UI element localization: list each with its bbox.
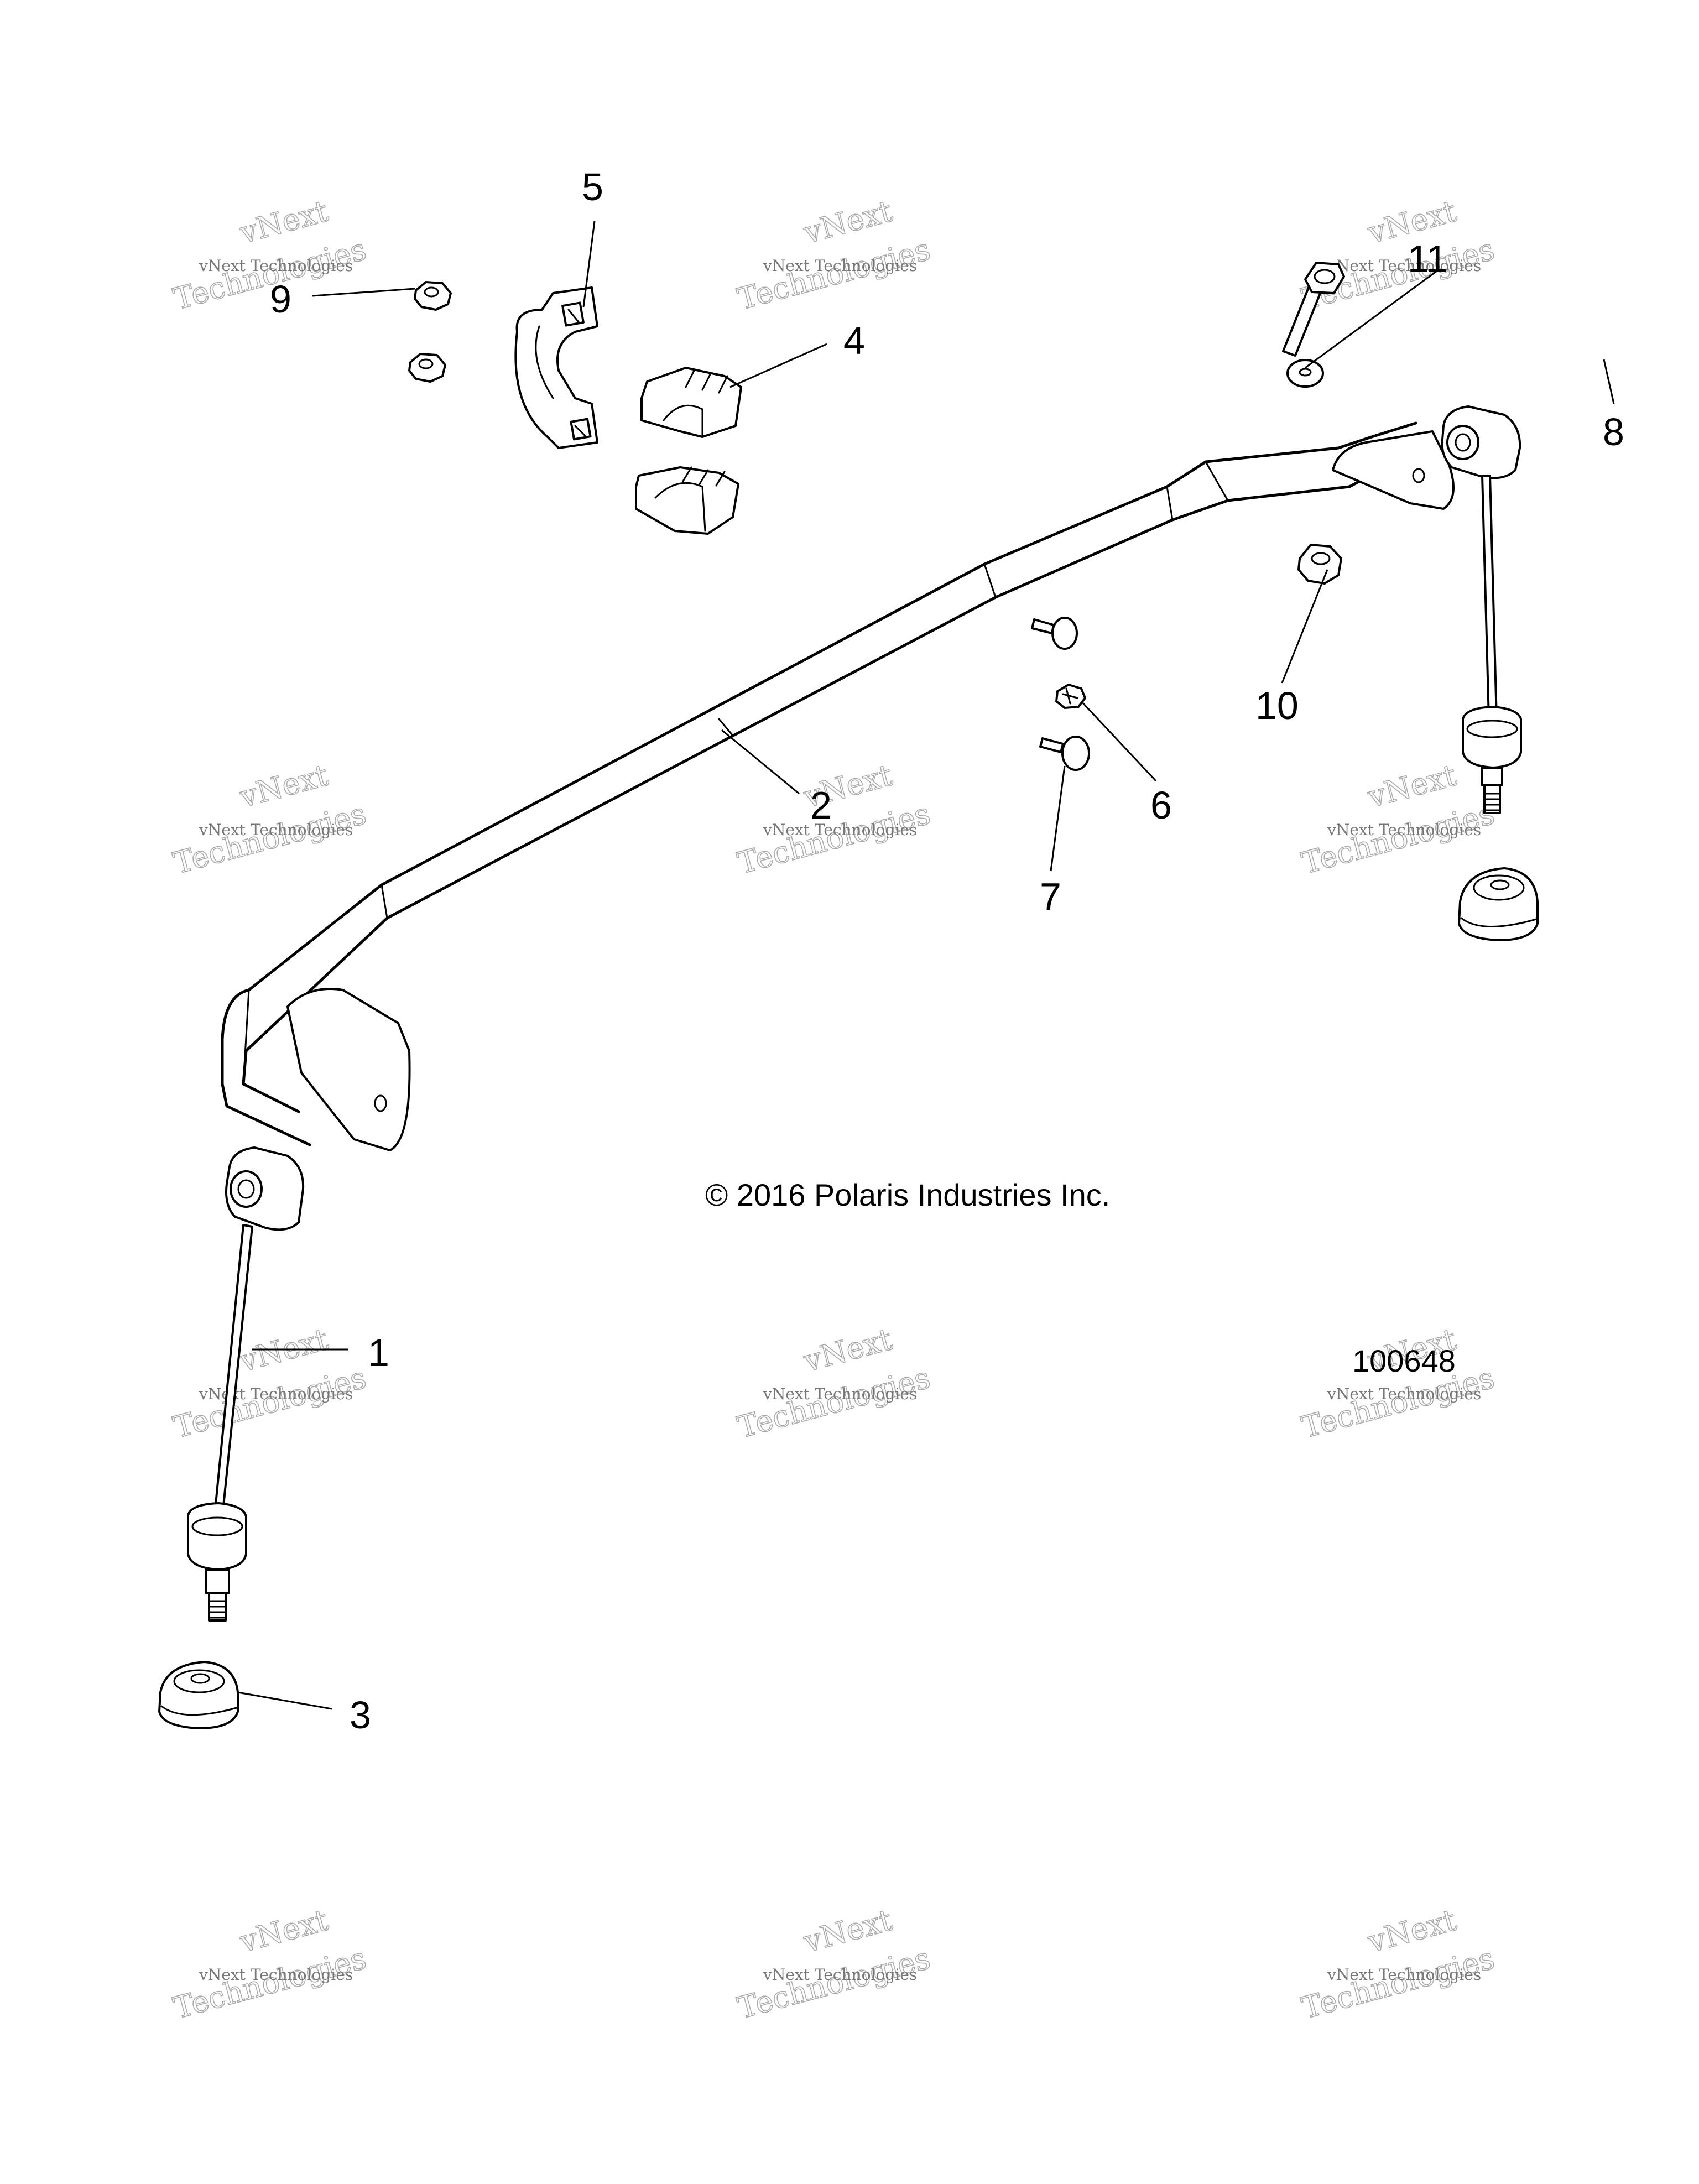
watermark-text: vNext Technologies [1327,1966,1481,1984]
leader-line-3 [237,1691,332,1710]
watermark-brand: vNext [800,194,896,251]
watermark-text: vNext Technologies [199,1966,353,1984]
leader-line-4 [729,343,827,388]
watermark-text: vNext Technologies [199,257,353,275]
callout-8: 8 [1603,410,1624,454]
watermark: vNext Technologies vNext Technologies [169,757,370,881]
watermark: vNext Technologies vNext Technologies [733,1321,934,1445]
callout-9: 9 [270,278,291,321]
bushing-cap-icon [1458,867,1539,941]
callout-3: 3 [350,1693,371,1737]
callout-10: 10 [1255,684,1299,727]
watermark: vNext Technologies vNext Technologies [1297,757,1498,881]
leader-line-9 [312,288,415,297]
sway-bar-link-icon [187,1146,305,1622]
sway-bar-icon [221,421,1455,1151]
watermark-text: vNext Technologies [1327,1385,1481,1403]
watermark: vNext Technologies vNext Technologies [733,757,934,881]
watermark: vNext Technologies vNext Technologies [169,1321,370,1445]
watermark-brand: vNext [236,758,332,815]
watermark-text: vNext Technologies [763,821,917,839]
watermark: vNext Technologies vNext Technologies [1297,1902,1498,2026]
leader-lines [237,221,1615,1710]
watermark-text: vNext Technologies [763,1385,917,1403]
watermark-brand: vNext [236,194,332,251]
watermark-text: vNext Technologies [199,1385,353,1403]
lock-nut-icon [1297,544,1342,585]
bracket-clamp-icon [514,286,598,449]
watermark-brand: vNext [800,1322,896,1379]
callout-5: 5 [582,165,603,209]
bushing-cap-icon [158,1661,239,1729]
leader-line-5 [582,221,596,307]
split-bushing-icon [635,367,742,535]
leader-line-8 [1603,359,1615,404]
watermark-brand: vNext [1364,758,1460,815]
callout-1: 1 [368,1331,389,1374]
flange-nut-icon [408,281,452,383]
watermark: vNext Technologies vNext Technologies [169,1902,370,2026]
washer-icon [1286,359,1324,388]
watermark-brand: vNext [236,1902,332,1959]
leader-line-6 [1080,700,1157,782]
push-rivet-icon [1031,617,1090,771]
callout-2: 2 [810,784,832,827]
watermark-text: vNext Technologies [199,821,353,839]
copyright-text: © 2016 Polaris Industries Inc. [705,1177,1110,1212]
watermark-text: vNext Technologies [1327,257,1481,275]
leader-line-7 [1050,765,1066,872]
flange-bolt-icon [1282,262,1345,357]
watermark-text: vNext Technologies [763,1966,917,1984]
watermark-text: vNext Technologies [1327,821,1481,839]
watermark-text: vNext Technologies [763,257,917,275]
callout-6: 6 [1150,784,1172,827]
callout-4: 4 [843,319,865,362]
figure-number: 100648 [1352,1343,1456,1378]
watermark: vNext Technologies vNext Technologies [733,1902,934,2026]
leader-line-2 [721,729,800,795]
watermark: vNext Technologies vNext Technologies [1297,1321,1498,1445]
callout-11: 11 [1408,237,1448,280]
watermark: vNext Technologies vNext Technologies [733,193,934,317]
callouts: 5 9 4 11 8 10 6 7 2 1 3 [270,165,1624,1737]
leader-line-10 [1281,569,1328,684]
watermark-brand: vNext [1364,1902,1460,1959]
sway-bar-link-icon [1441,405,1522,814]
callout-7: 7 [1040,875,1061,918]
watermark-brand: vNext [800,1902,896,1959]
leader-line-11 [1305,270,1437,369]
watermark: vNext Technologies vNext Technologies [1297,193,1498,317]
clip-nut-icon [1055,684,1086,709]
